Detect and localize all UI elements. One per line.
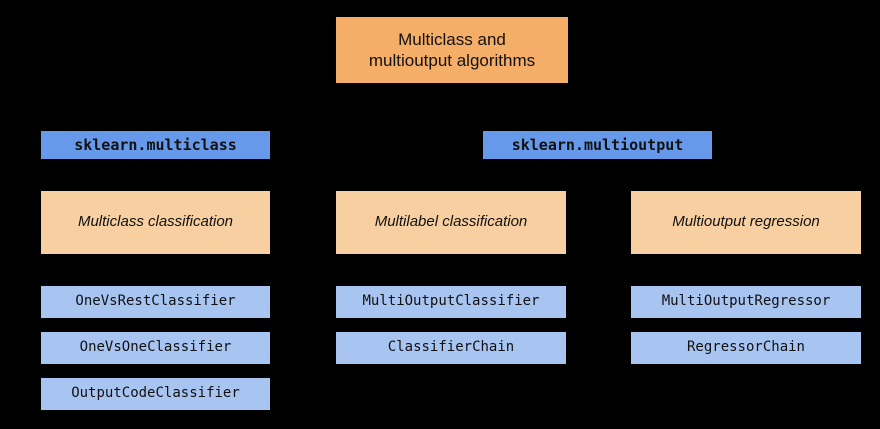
root-node-multiclass-and-multioutput-algorithms: Multiclass and multioutput algorithms — [336, 17, 568, 83]
module-node-sklearn-multioutput[interactable]: sklearn.multioutput — [483, 131, 712, 159]
category-node-multilabel-classification: Multilabel classification — [336, 191, 566, 254]
category-node-multioutput-regression: Multioutput regression — [631, 191, 861, 254]
estimator-node-onevsrestclassifier[interactable]: OneVsRestClassifier — [41, 286, 270, 318]
category-node-multiclass-classification: Multiclass classification — [41, 191, 270, 254]
estimator-node-regressorchain[interactable]: RegressorChain — [631, 332, 861, 364]
estimator-node-multioutputregressor[interactable]: MultiOutputRegressor — [631, 286, 861, 318]
module-node-sklearn-multiclass[interactable]: sklearn.multiclass — [41, 131, 270, 159]
estimator-node-onevsoneclassifier[interactable]: OneVsOneClassifier — [41, 332, 270, 364]
estimator-node-outputcodeclassifier[interactable]: OutputCodeClassifier — [41, 378, 270, 410]
estimator-node-multioutputclassifier[interactable]: MultiOutputClassifier — [336, 286, 566, 318]
estimator-node-classifierchain[interactable]: ClassifierChain — [336, 332, 566, 364]
